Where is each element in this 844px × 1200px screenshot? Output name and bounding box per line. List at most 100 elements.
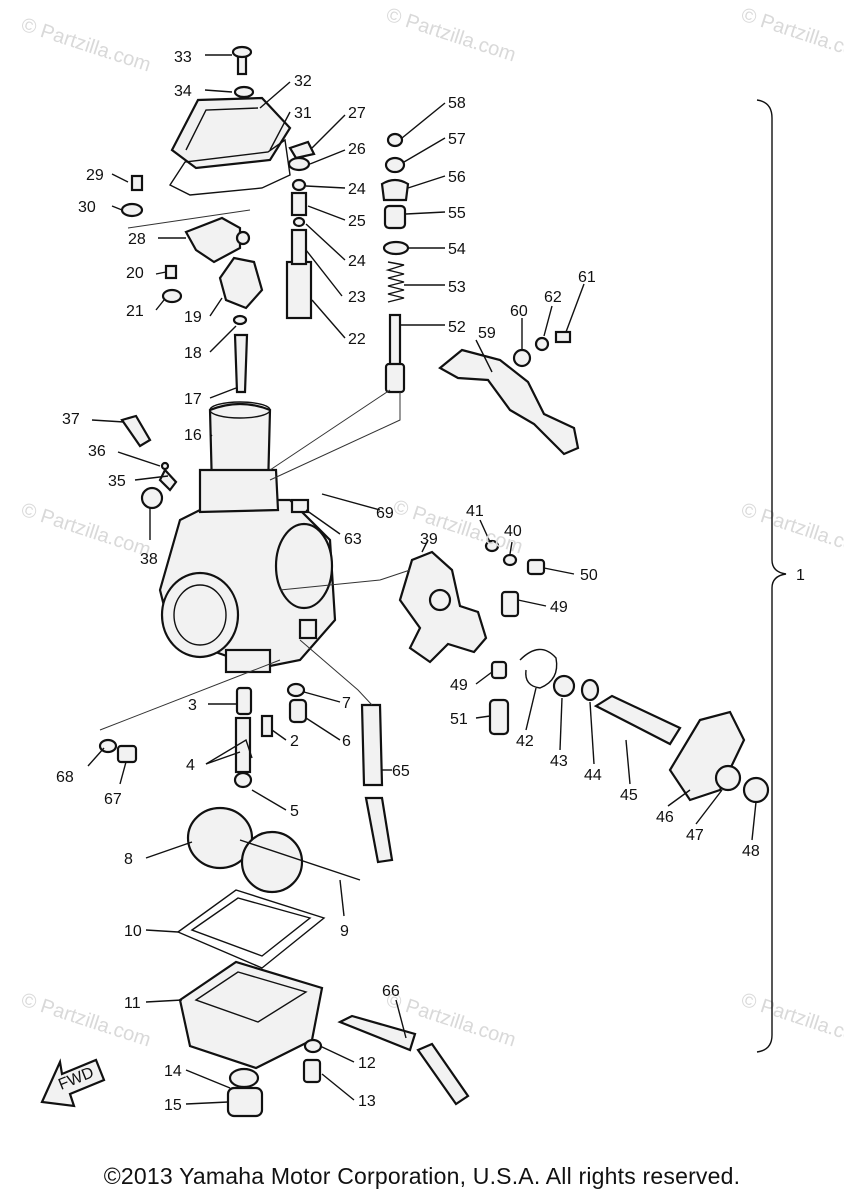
- part-label: 25: [348, 213, 366, 230]
- float-bowl: [178, 960, 324, 1070]
- part-label: 55: [448, 205, 466, 222]
- part-label: 56: [448, 169, 466, 186]
- part-label: 30: [78, 199, 96, 216]
- part-label: 24: [348, 253, 366, 270]
- spring-53: [385, 261, 405, 303]
- part-label: 63: [344, 531, 362, 548]
- part-label: 35: [108, 473, 126, 490]
- carburetor-body: [120, 414, 337, 674]
- leader-lines: [87, 54, 757, 1105]
- watermark: © Partzilla.com: [383, 4, 518, 67]
- washer-43: [552, 674, 576, 698]
- top-cover-group: [168, 45, 292, 196]
- tube-65: [360, 703, 384, 787]
- part-label: 40: [504, 523, 522, 540]
- part-label: 13: [358, 1093, 376, 1110]
- float-bowl-group: [176, 806, 361, 1118]
- part-label: 10: [124, 923, 142, 940]
- carb-top-housing: [198, 468, 280, 514]
- part-label: 48: [742, 843, 760, 860]
- washer-47: [714, 764, 742, 792]
- part-label: 2: [290, 733, 299, 750]
- part-label: 36: [88, 443, 106, 460]
- part-label: 58: [448, 95, 466, 112]
- carb-outlet: [274, 522, 334, 610]
- screw-washer: [233, 85, 255, 99]
- fwd-arrow-icon: FWD: [40, 1058, 106, 1108]
- part-label: 21: [126, 303, 144, 320]
- part-label: 46: [656, 809, 674, 826]
- part-label: 65: [392, 763, 410, 780]
- part-label: 28: [128, 231, 146, 248]
- part-label: 19: [184, 309, 202, 326]
- part-label: 66: [382, 983, 400, 1000]
- part-label: 4: [186, 757, 195, 774]
- part-label: 26: [348, 141, 366, 158]
- part-label: 60: [510, 303, 528, 320]
- washer-54: [382, 240, 410, 256]
- bowl-gasket: [176, 889, 326, 969]
- part-label: 62: [544, 289, 562, 306]
- cable-holder: [184, 216, 242, 264]
- part-label: 18: [184, 345, 202, 362]
- part-label: 11: [124, 995, 141, 1012]
- washer-26: [287, 156, 311, 172]
- jet-needle: [233, 333, 249, 394]
- part-label: 16: [184, 427, 202, 444]
- part-label: 43: [550, 753, 568, 770]
- cable-guide: [218, 256, 264, 310]
- holder-washer: [120, 202, 144, 218]
- part-label: 45: [620, 787, 638, 804]
- part-label: 37: [62, 411, 80, 428]
- part-label: 49: [450, 677, 468, 694]
- part-label: 59: [478, 325, 496, 342]
- plunger-52: [388, 313, 402, 369]
- part-label: 47: [686, 827, 704, 844]
- part-label: 6: [342, 733, 351, 750]
- part-label: 68: [56, 769, 74, 786]
- part-label: 32: [294, 73, 312, 90]
- watermark: © Partzilla.com: [18, 499, 153, 562]
- part-label: 61: [578, 269, 596, 286]
- watermark: © Partzilla.com: [738, 989, 844, 1052]
- cap-38: [140, 486, 164, 510]
- part-label: 33: [174, 49, 192, 66]
- part-label: 27: [348, 105, 366, 122]
- screw-67: [116, 744, 138, 764]
- part-label: 69: [376, 505, 394, 522]
- watermark: © Partzilla.com: [738, 4, 844, 67]
- nut-48: [742, 776, 770, 804]
- part-label: 20: [126, 265, 144, 282]
- float-right: [240, 830, 304, 894]
- part-label: 5: [290, 803, 299, 820]
- throttle-lever: [438, 348, 580, 456]
- part-label: 24: [348, 181, 366, 198]
- top-cover: [170, 96, 292, 170]
- shaft-45: [593, 694, 682, 746]
- part-label: 29: [86, 167, 104, 184]
- copyright-notice: ©2013 Yamaha Motor Corporation, U.S.A. A…: [103, 1163, 741, 1189]
- air-screw-37: [120, 414, 152, 448]
- cap-56: [380, 178, 410, 202]
- part-label: 67: [104, 791, 122, 808]
- drain-plug: [226, 1086, 264, 1118]
- cover-gasket: [168, 138, 291, 196]
- part-label: 17: [184, 391, 202, 408]
- choke-group: [398, 539, 770, 804]
- part-label: 22: [348, 331, 366, 348]
- part-labels: 1 2 3 4 5 6 7 8 9 10 11 12 13 14 15 16 1…: [56, 49, 805, 1114]
- part-label: 9: [340, 923, 349, 940]
- part-label: 57: [448, 131, 466, 148]
- mixing-body: [285, 260, 313, 320]
- nut-55: [383, 204, 407, 230]
- part-label: 52: [448, 319, 466, 336]
- part-label: 23: [348, 289, 366, 306]
- spring-42: [519, 648, 558, 689]
- sleeve-25: [290, 191, 308, 217]
- watermark: © Partzilla.com: [738, 499, 844, 562]
- part-label: 12: [358, 1055, 376, 1072]
- starter-group: [380, 132, 410, 394]
- part-label: 8: [124, 851, 133, 868]
- carburetor-exploded-diagram: © Partzilla.com © Partzilla.com © Partzi…: [18, 4, 844, 1118]
- part-label: 14: [164, 1063, 182, 1080]
